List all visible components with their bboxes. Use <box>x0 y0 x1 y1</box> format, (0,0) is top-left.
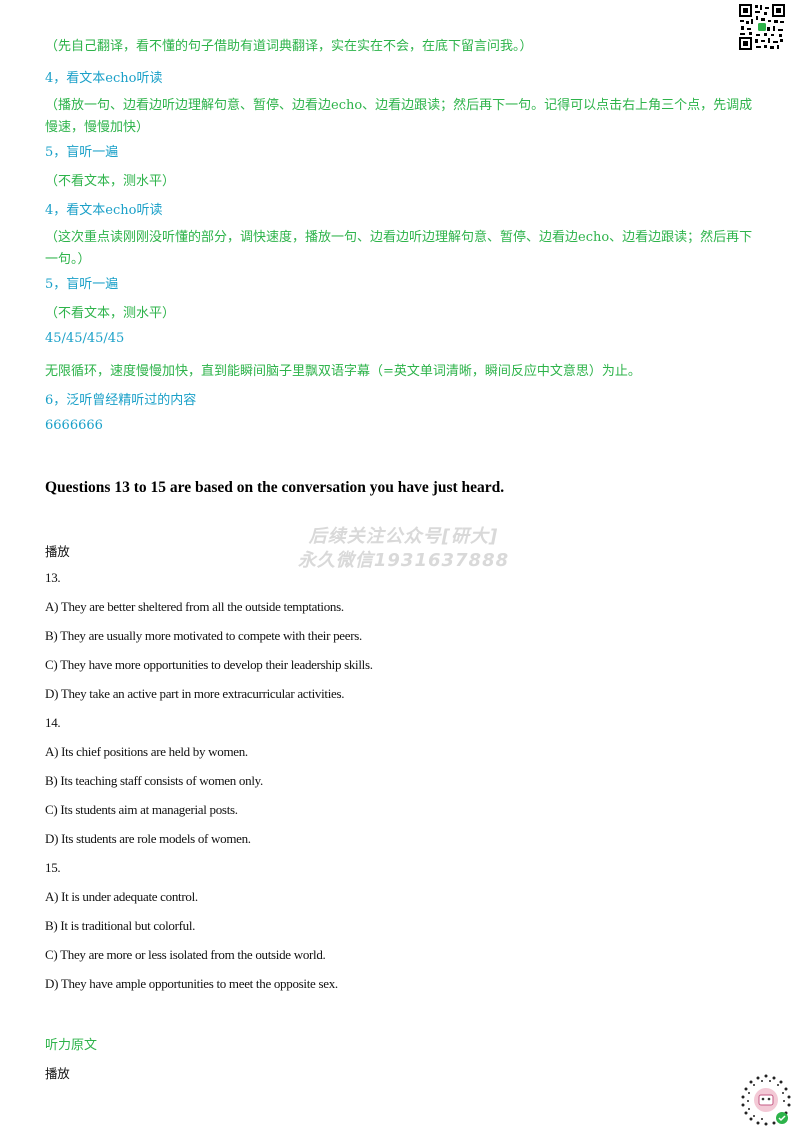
step-blind-listen-title-2: 5，盲听一遍 <box>45 277 119 292</box>
step-extensive-listen-value: 6666666 <box>45 418 103 433</box>
intro-note: （先自己翻译，看不懂的句子借助有道词典翻译，实在实在不会，在底下留言问我。） <box>45 39 533 54</box>
loop-description: 无限循环，速度慢慢加快，直到能瞬间脑子里飘双语字幕（=英文单词清晰，瞬间反应中文… <box>45 364 641 379</box>
question-number: 14. <box>45 715 61 730</box>
loop-pattern: 45/45/45/45 <box>45 331 125 346</box>
step-echo-read-title: 4，看文本echo听读 <box>45 71 163 86</box>
play-button-2[interactable]: 播放 <box>45 1066 70 1081</box>
question-option: A) Its chief positions are held by women… <box>45 744 248 759</box>
step-blind-listen-title: 5，盲听一遍 <box>45 145 119 160</box>
step-extensive-listen-title: 6，泛听曾经精听过的内容 <box>45 393 197 408</box>
questions-heading: Questions 13 to 15 are based on the conv… <box>45 479 505 496</box>
question-option: D) They have ample opportunities to meet… <box>45 976 338 991</box>
step-echo-read-desc-2: （这次重点读刚刚没听懂的部分，调快速度，播放一句、边看边听边理解句意、暂停、边看… <box>45 230 753 267</box>
watermark-line-1: 后续关注公众号[研大] <box>308 526 499 547</box>
watermark-line-2: 永久微信1931637888 <box>297 550 510 571</box>
question-number: 15. <box>45 860 61 875</box>
step-echo-read-desc: （播放一句、边看边听边理解句意、暂停、边看边echo、边看边跟读；然后再下一句。… <box>45 98 753 135</box>
transcript-label: 听力原文 <box>45 1038 98 1053</box>
question-option: C) They are more or less isolated from t… <box>45 947 326 962</box>
question-number: 13. <box>45 570 61 585</box>
qr-code-icon <box>738 3 786 51</box>
question-option: A) It is under adequate control. <box>45 889 198 904</box>
step-echo-read-title-2: 4，看文本echo听读 <box>45 203 163 218</box>
mini-program-code-icon <box>741 1074 791 1126</box>
step-blind-listen-desc: （不看文本，测水平） <box>45 174 176 189</box>
question-option: D) They take an active part in more extr… <box>45 686 345 701</box>
question-option: C) They have more opportunities to devel… <box>45 657 373 672</box>
step-blind-listen-desc-2: （不看文本，测水平） <box>45 306 176 321</box>
question-option: B) Its teaching staff consists of women … <box>45 773 263 788</box>
question-option: D) Its students are role models of women… <box>45 831 251 846</box>
question-option: A) They are better sheltered from all th… <box>45 599 344 614</box>
question-option: C) Its students aim at managerial posts. <box>45 802 238 817</box>
question-option: B) It is traditional but colorful. <box>45 918 196 933</box>
question-option: B) They are usually more motivated to co… <box>45 628 362 643</box>
play-button[interactable]: 播放 <box>45 544 70 559</box>
